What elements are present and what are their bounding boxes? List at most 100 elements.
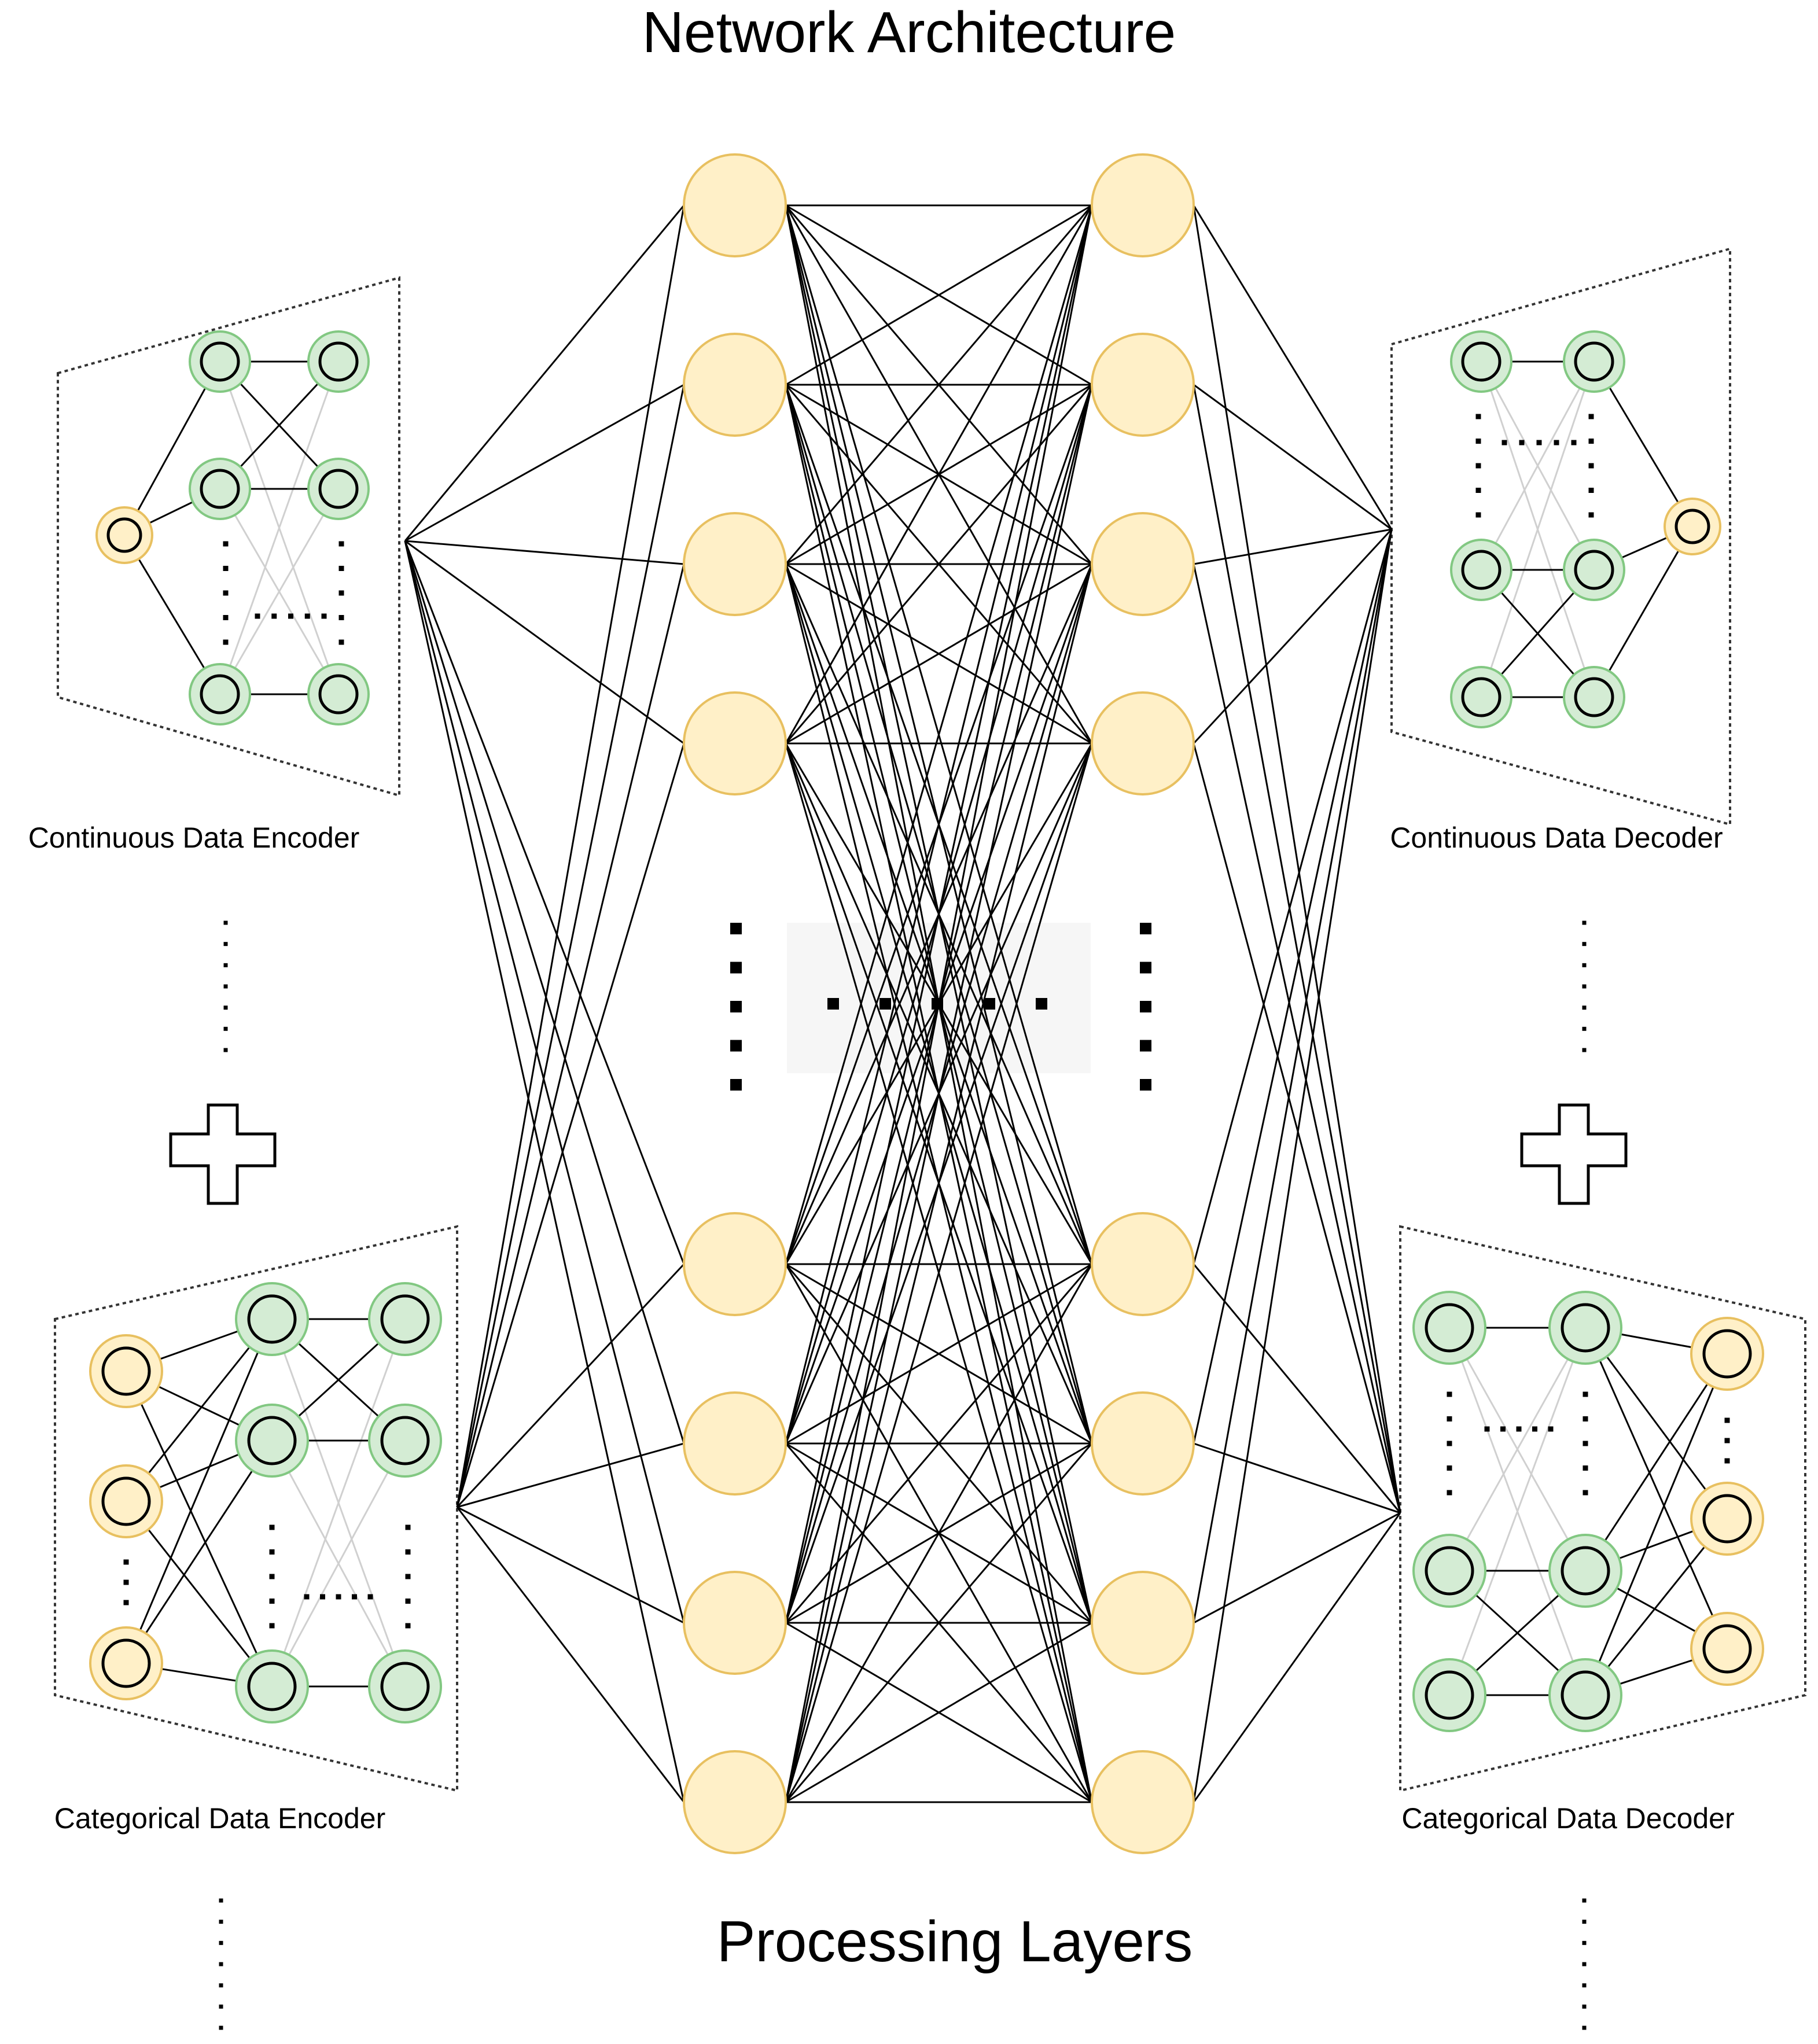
categorical-decoder-node-outer — [1548, 1291, 1622, 1365]
ellipsis-dot — [367, 1594, 373, 1600]
ellipsis-dot — [223, 566, 229, 571]
categorical-decoder-frame — [1399, 1225, 1806, 1792]
decoder-connection — [1193, 384, 1392, 531]
ellipsis-dot — [1588, 488, 1594, 493]
layer-connection — [785, 564, 1093, 1803]
encoder-connection — [404, 540, 684, 565]
ellipsis-dot — [1571, 440, 1577, 445]
continuous-decoder-node-outer — [1450, 330, 1512, 393]
categorical-encoder-node — [235, 1282, 309, 1356]
categorical-input-node-outer — [89, 1334, 163, 1408]
categorical-encoder-node-outer — [368, 1404, 442, 1478]
decoder-connection — [1193, 205, 1401, 1513]
ellipsis-dot — [405, 1524, 411, 1530]
ellipsis-dot — [1447, 1441, 1452, 1446]
ellipsis-dot — [1588, 414, 1594, 419]
ellipsis-dot — [1500, 1426, 1506, 1432]
continuous-decoder-node-inner — [1574, 550, 1614, 590]
ellipsis-dot — [730, 962, 742, 974]
processing-node-layer-1-outer — [683, 512, 787, 616]
continuous-decoder-node-inner — [1461, 550, 1501, 590]
ellipsis-dot — [1447, 1391, 1452, 1397]
vertical-ellipsis-icon — [1582, 1983, 1587, 1988]
plus-icon — [169, 1103, 277, 1205]
categorical-output-node — [1690, 1482, 1764, 1556]
ellipsis-dot — [269, 1599, 275, 1604]
categorical-input-node-outer — [89, 1464, 163, 1538]
ellipsis-dot — [1548, 1426, 1554, 1432]
categorical-decoder-node — [1548, 1534, 1622, 1608]
categorical-encoder-node-inner — [380, 1294, 430, 1344]
categorical-input-node — [89, 1334, 163, 1408]
ellipsis-dot — [932, 998, 943, 1010]
vertical-ellipsis-icon — [1582, 1940, 1587, 1945]
decoder-internal-connection — [1584, 1327, 1728, 1519]
ellipsis-dot — [1140, 923, 1151, 934]
categorical-encoder-node-outer — [235, 1404, 309, 1478]
layer-connection — [785, 743, 1093, 1803]
ellipsis-dot — [1140, 962, 1151, 974]
encoder-connection — [456, 564, 685, 1508]
ellipsis-dot — [1484, 1426, 1490, 1432]
categorical-decoder-node-outer — [1548, 1534, 1622, 1608]
ellipsis-dot — [1475, 512, 1481, 518]
ellipsis-dot — [984, 998, 995, 1010]
processing-node-layer-2-outer — [1091, 512, 1195, 616]
categorical-encoder-frame — [54, 1225, 458, 1792]
vertical-ellipsis-icon — [1582, 2025, 1587, 2030]
ellipsis-dot — [1724, 1417, 1730, 1423]
ellipsis-dot — [123, 1600, 129, 1605]
encoder-connection — [404, 205, 685, 542]
continuous-decoder-node — [1563, 666, 1625, 728]
ellipsis-dot — [1588, 512, 1594, 518]
categorical-encoder-node — [368, 1649, 442, 1723]
processing-node-layer-2-outer — [1091, 1212, 1195, 1316]
categorical-decoder-node-inner — [1561, 1670, 1610, 1720]
processing-node-layer-2-outer — [1091, 691, 1195, 795]
continuous-encoder-node-outer — [307, 458, 370, 520]
ellipsis-dot — [1447, 1465, 1452, 1471]
ellipsis-dot — [255, 613, 260, 619]
layer-connection — [785, 205, 1093, 1444]
vertical-ellipsis-icon — [219, 1898, 223, 1903]
processing-node-layer-2 — [1091, 512, 1195, 616]
ellipsis-dot — [338, 590, 344, 596]
continuous-encoder-node-inner — [200, 469, 240, 509]
categorical-decoder-node-inner — [1561, 1546, 1610, 1596]
categorical-encoder-node — [368, 1282, 442, 1356]
vertical-ellipsis-icon — [1582, 1962, 1587, 1966]
vertical-ellipsis-icon — [219, 2025, 223, 2030]
encoder-connection — [404, 540, 685, 1803]
categorical-encoder-label: Categorical Data Encoder — [54, 1802, 386, 1835]
processing-node-layer-1-outer — [683, 1571, 787, 1675]
categorical-encoder-node-inner — [380, 1662, 430, 1711]
ellipsis-dot — [271, 613, 277, 619]
continuous-decoder-node-outer — [1563, 330, 1625, 393]
vertical-ellipsis-icon — [223, 942, 228, 946]
categorical-encoder-node-outer — [368, 1649, 442, 1723]
categorical-input-node-inner — [101, 1346, 151, 1396]
processing-node-layer-2-outer — [1091, 1750, 1195, 1854]
ellipsis-dot — [1475, 488, 1481, 493]
processing-node-layer-2-outer — [1091, 1571, 1195, 1675]
plus-icon — [1520, 1103, 1628, 1205]
processing-node-layer-2 — [1091, 333, 1195, 437]
categorical-input-node — [89, 1626, 163, 1700]
ellipsis-dot — [223, 541, 229, 547]
ellipsis-dot — [320, 1594, 325, 1600]
processing-node-layer-1 — [683, 1391, 787, 1496]
encoder-connection — [404, 384, 684, 542]
ellipsis-dot — [321, 613, 327, 619]
continuous-decoder-label: Continuous Data Decoder — [1390, 822, 1723, 854]
continuous-encoder-node — [189, 330, 251, 393]
categorical-decoder-node-outer — [1412, 1534, 1486, 1608]
vertical-ellipsis-icon — [1582, 984, 1587, 989]
decoder-connection — [1193, 529, 1393, 1265]
ellipsis-dot — [1475, 463, 1481, 469]
decoder-connection — [1193, 743, 1401, 1513]
continuous-decoder-node-inner — [1461, 677, 1501, 717]
processing-node-layer-1 — [683, 1750, 787, 1854]
decoder-connection — [1193, 564, 1401, 1513]
ellipsis-dot — [269, 1574, 275, 1579]
continuous-output-node — [1664, 498, 1721, 555]
